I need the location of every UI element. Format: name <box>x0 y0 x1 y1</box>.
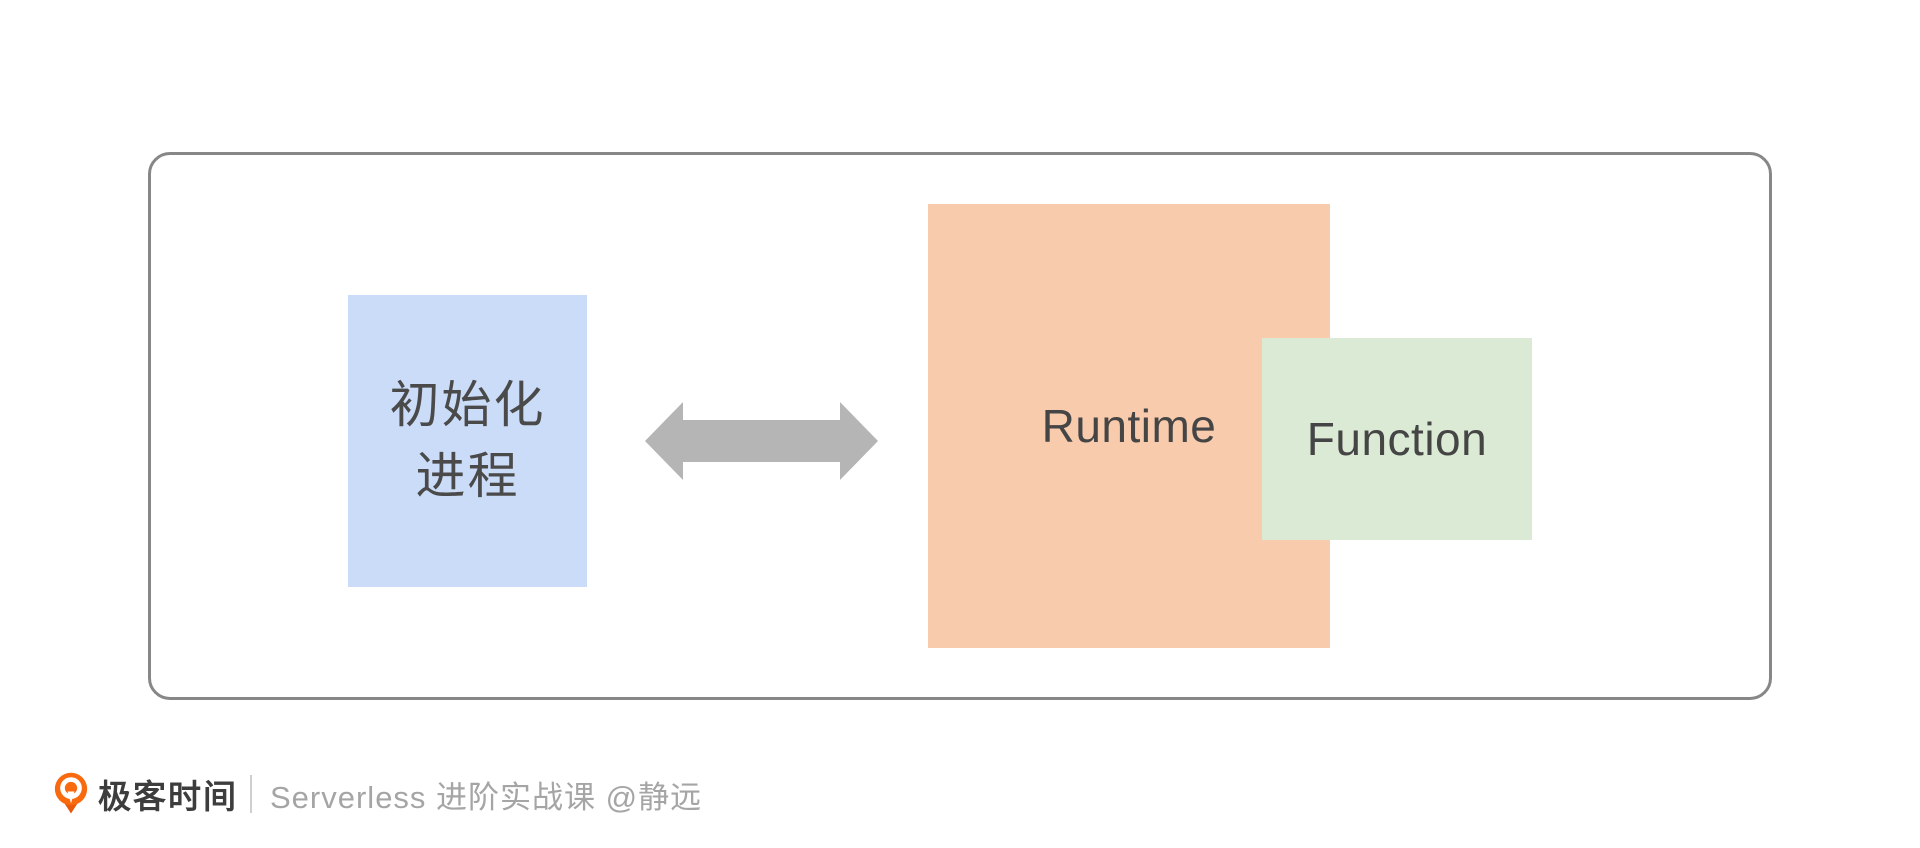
logo-pointer <box>67 791 75 804</box>
init-process-label-line2: 进程 <box>415 448 520 504</box>
bidirectional-arrow-icon <box>645 402 878 480</box>
init-process-label-line1: 初始化 <box>389 377 546 433</box>
runtime-label: Runtime <box>1041 400 1217 452</box>
geektime-logo-icon <box>54 772 88 814</box>
logo-pin-tail <box>63 801 79 814</box>
course-title: Serverless 进阶实战课 @静远 <box>270 779 703 815</box>
function-label: Function <box>1306 413 1488 465</box>
brand-name: 极客时间 <box>98 778 238 815</box>
diagram-frame <box>148 152 1772 700</box>
init-process-label: 初始化 进程 <box>390 370 546 512</box>
arrow-shape <box>645 402 878 480</box>
footer-brand-bar: 极客时间 Serverless 进阶实战课 @静远 <box>54 766 702 822</box>
function-box: Function <box>1262 338 1532 540</box>
init-process-box: 初始化 进程 <box>348 295 587 587</box>
footer-divider <box>250 775 252 813</box>
